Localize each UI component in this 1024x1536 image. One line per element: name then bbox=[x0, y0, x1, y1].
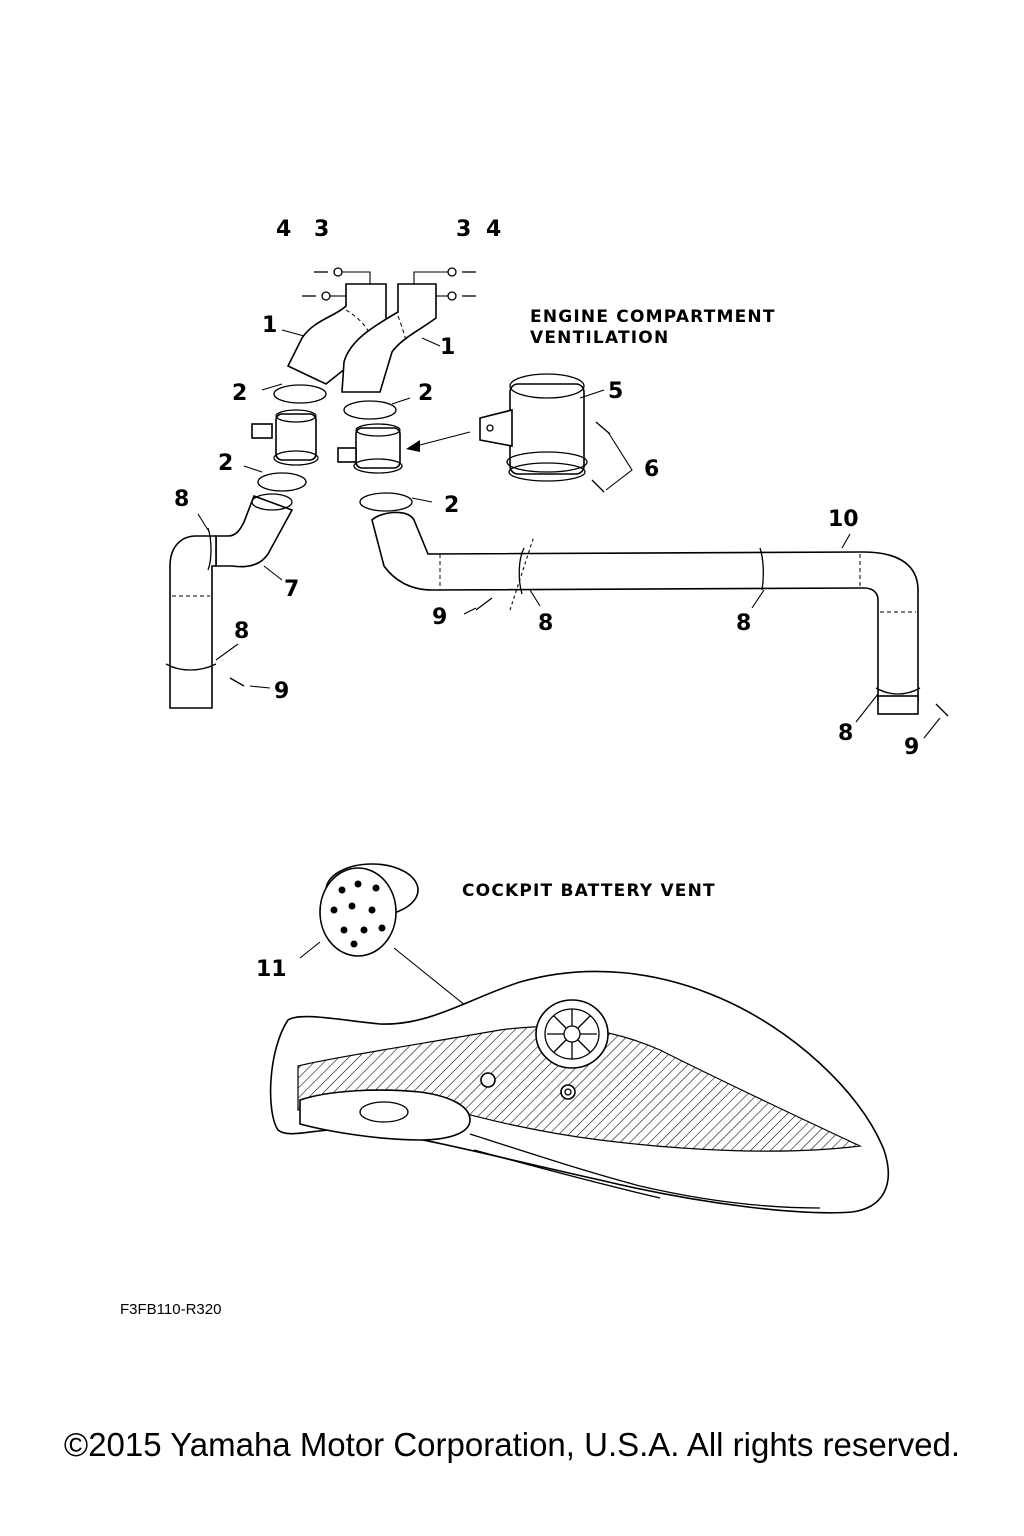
callout-2-lower-left: 2 bbox=[218, 451, 233, 476]
callout-9-right: 9 bbox=[904, 735, 919, 760]
watercraft-deck bbox=[269, 970, 889, 1214]
callout-11: 11 bbox=[256, 957, 287, 982]
callout-8-right: 8 bbox=[736, 611, 751, 636]
callout-8-bottom-right: 8 bbox=[838, 721, 853, 746]
callout-4-right: 4 bbox=[486, 217, 501, 242]
callout-8-top-left: 8 bbox=[174, 487, 189, 512]
callout-1-left: 1 bbox=[262, 313, 277, 338]
callout-leaders bbox=[197, 329, 941, 739]
section-title-engine-line1: ENGINE COMPARTMENT bbox=[530, 307, 776, 327]
vent-housing-left-small bbox=[251, 409, 319, 466]
speaker-grille bbox=[535, 999, 609, 1069]
section-title-engine-line2: VENTILATION bbox=[530, 328, 669, 348]
callout-5: 5 bbox=[608, 379, 623, 404]
callout-9-left: 9 bbox=[274, 679, 289, 704]
cockpit-battery-vent-diagram: COCKPIT BATTERY VENT 11 bbox=[256, 863, 889, 1214]
copyright-notice: ©2015 Yamaha Motor Corporation, U.S.A. A… bbox=[63, 1426, 961, 1463]
duct-left-vertical bbox=[165, 527, 217, 709]
diagram-code: F3FB110-R320 bbox=[120, 1301, 221, 1318]
screw-washer-set bbox=[302, 267, 476, 301]
callout-3-right: 3 bbox=[456, 217, 471, 242]
callout-3-left: 3 bbox=[314, 217, 329, 242]
callout-1-right: 1 bbox=[440, 335, 455, 360]
callout-6: 6 bbox=[644, 457, 659, 482]
callout-8-left: 8 bbox=[234, 619, 249, 644]
vent-housing-large bbox=[479, 373, 588, 482]
callout-4-left: 4 bbox=[276, 217, 291, 242]
callout-2-upper-left: 2 bbox=[232, 381, 247, 406]
gasket-ring-left-lower bbox=[257, 472, 307, 492]
callout-7: 7 bbox=[284, 577, 299, 602]
callout-10: 10 bbox=[828, 507, 859, 532]
callout-2-lower-right: 2 bbox=[444, 493, 459, 518]
duct-elbow-lower-left bbox=[215, 493, 294, 568]
callout-2-upper-right: 2 bbox=[418, 381, 433, 406]
vent-housing-right-small bbox=[337, 423, 403, 474]
duct-main-right bbox=[371, 511, 921, 715]
duct-elbow-right bbox=[341, 283, 437, 393]
vent-cap bbox=[319, 863, 419, 957]
callout-8-center: 8 bbox=[538, 611, 553, 636]
engine-compartment-ventilation-diagram: 4 3 3 4 1 1 2 2 2 2 5 6 7 8 8 8 8 8 9 9 … bbox=[165, 217, 949, 760]
gasket-ring-left-upper bbox=[273, 384, 327, 404]
gasket-ring-right-lower bbox=[359, 492, 413, 512]
callout-9-center: 9 bbox=[432, 605, 447, 630]
gasket-ring-right-upper bbox=[343, 400, 397, 420]
section-title-cockpit: COCKPIT BATTERY VENT bbox=[462, 881, 716, 901]
